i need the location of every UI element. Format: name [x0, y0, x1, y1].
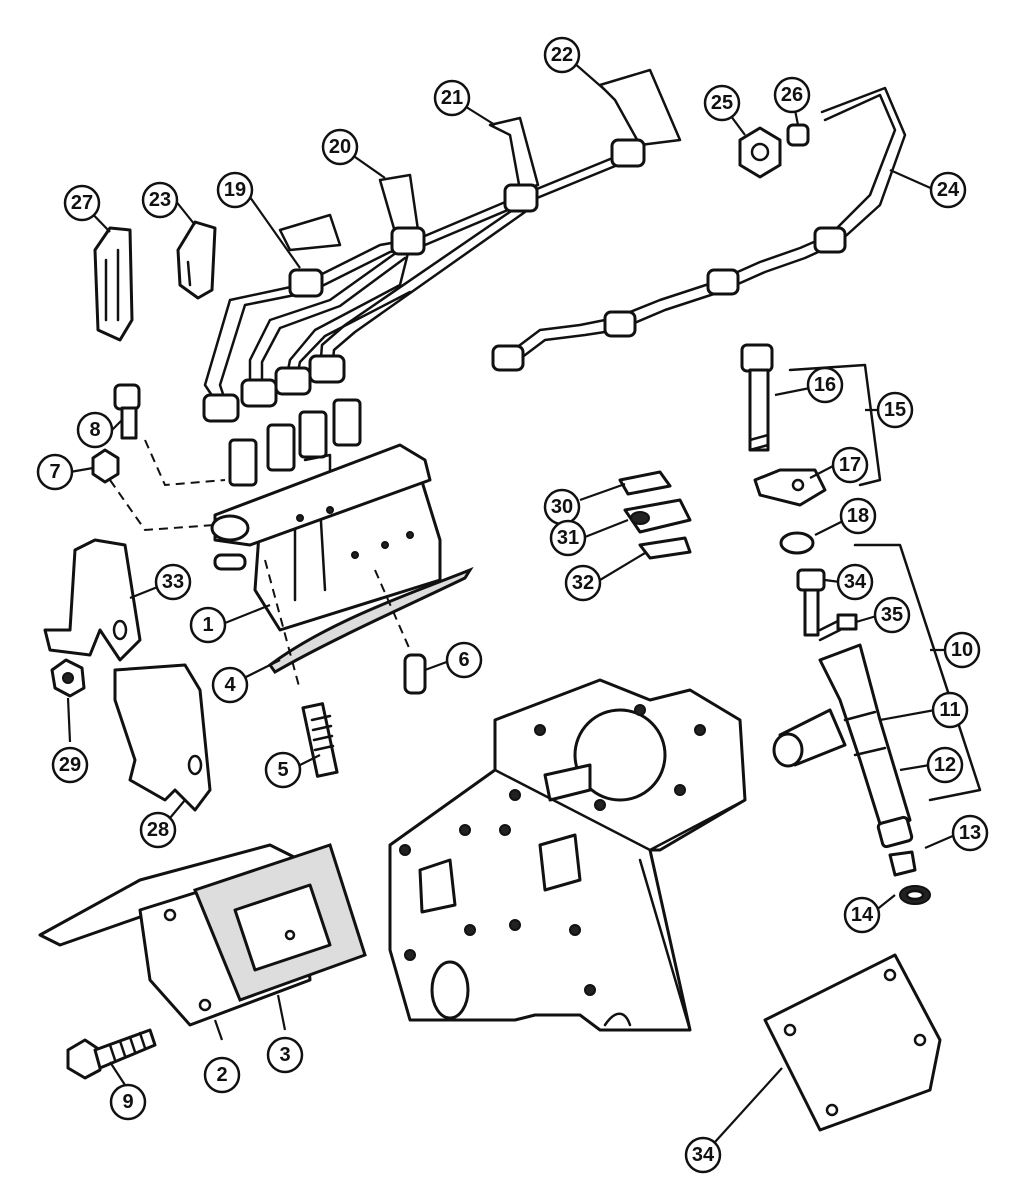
clip-27	[93, 226, 134, 342]
callout-28: 28	[139, 811, 177, 849]
clip-23	[176, 220, 217, 300]
callout-19-label: 19	[224, 179, 246, 201]
bolt-8	[113, 383, 141, 440]
gasket-3	[193, 843, 367, 1002]
callout-27-label: 27	[71, 192, 93, 214]
clip-32	[638, 536, 692, 560]
bracket-33	[43, 538, 142, 662]
callout-20: 20	[321, 128, 359, 166]
callout-7-label: 7	[49, 461, 60, 483]
callout-34-top: 34	[836, 563, 874, 601]
callout-16: 16	[806, 366, 844, 404]
callout-7: 7	[36, 453, 74, 491]
callout-31-label: 31	[557, 527, 579, 549]
callout-25: 25	[703, 84, 741, 122]
callout-9: 9	[109, 1083, 147, 1121]
callout-4-label: 4	[224, 674, 236, 696]
callout-23-label: 23	[149, 189, 171, 211]
callout-27: 27	[63, 184, 101, 222]
nut-7	[91, 448, 120, 484]
callout-21-label: 21	[441, 87, 463, 109]
callout-32: 32	[564, 564, 602, 602]
callout-32-label: 32	[572, 572, 594, 594]
return-line	[491, 86, 907, 372]
callout-33: 33	[154, 563, 192, 601]
callout-30-label: 30	[551, 496, 573, 518]
callout-14: 14	[843, 896, 881, 934]
clip-30	[618, 470, 672, 496]
callout-2-label: 2	[216, 1064, 227, 1086]
callout-30: 30	[543, 488, 581, 526]
callout-24: 24	[929, 171, 967, 209]
injection-pump	[210, 398, 442, 632]
callout-1: 1	[189, 606, 227, 644]
callout-22: 22	[543, 36, 581, 74]
fuel-line-group	[202, 68, 682, 423]
callout-1-label: 1	[202, 614, 213, 636]
callout-31: 31	[549, 519, 587, 557]
callout-10-label: 10	[951, 639, 973, 661]
callout-3-label: 3	[279, 1044, 290, 1066]
callout-34-bottom: 34	[684, 1136, 722, 1174]
callout-15: 15	[876, 391, 914, 429]
clip-31	[623, 498, 692, 534]
callout-13: 13	[951, 814, 989, 852]
callout-4: 4	[211, 666, 249, 704]
nut-25	[738, 126, 782, 179]
callout-21: 21	[433, 79, 471, 117]
callout-18: 18	[839, 497, 877, 535]
callout-20-label: 20	[329, 136, 351, 158]
callout-10: 10	[943, 631, 981, 669]
callout-34b-label: 34	[692, 1144, 715, 1166]
callout-6-label: 6	[458, 649, 469, 671]
engine-block	[388, 678, 747, 1032]
callout-17: 17	[831, 446, 869, 484]
nut-29	[50, 658, 86, 698]
clamp-17	[753, 468, 827, 507]
callout-16-label: 16	[814, 374, 836, 396]
callout-12: 12	[926, 746, 964, 784]
cap-26	[786, 123, 810, 147]
callout-12-label: 12	[934, 754, 956, 776]
callout-3: 3	[266, 1036, 304, 1074]
gasket-4	[267, 566, 474, 674]
callout-9-label: 9	[122, 1091, 133, 1113]
callout-35: 35	[873, 596, 911, 634]
bracket-28	[113, 663, 212, 812]
bolt-9	[66, 1028, 157, 1080]
callout-24-label: 24	[937, 179, 960, 201]
callout-5-label: 5	[277, 759, 288, 781]
callout-11: 11	[931, 691, 969, 729]
callout-26-label: 26	[781, 84, 803, 106]
callout-11-label: 11	[939, 699, 960, 721]
callout-33-label: 33	[162, 571, 184, 593]
callout-19: 19	[216, 171, 254, 209]
callout-28-label: 28	[147, 819, 169, 841]
callout-5: 5	[264, 751, 302, 789]
bolt-16	[740, 343, 882, 487]
seal-18	[779, 531, 815, 555]
callout-13-label: 13	[959, 822, 981, 844]
cover-plate	[763, 953, 942, 1132]
dowel-6	[374, 569, 427, 695]
callout-8: 8	[76, 411, 114, 449]
callout-23: 23	[141, 181, 179, 219]
callout-25-label: 25	[711, 92, 733, 114]
callout-18-label: 18	[847, 505, 869, 527]
injector-assembly	[772, 543, 982, 905]
callout-29: 29	[51, 746, 89, 784]
callout-14-label: 14	[851, 904, 874, 926]
callout-35-label: 35	[881, 604, 903, 626]
callout-6: 6	[445, 641, 483, 679]
callout-2: 2	[203, 1056, 241, 1094]
callout-15-label: 15	[884, 399, 906, 421]
callout-17-label: 17	[839, 454, 861, 476]
callout-29-label: 29	[59, 754, 81, 776]
stud-5	[264, 559, 339, 778]
callout-34-label: 34	[844, 571, 867, 593]
callout-22-label: 22	[551, 44, 573, 66]
callout-8-label: 8	[89, 419, 100, 441]
callout-26: 26	[773, 76, 811, 114]
